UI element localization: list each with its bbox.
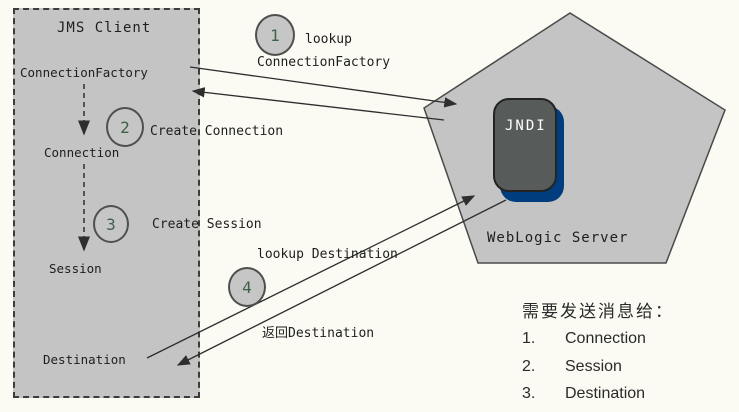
note-item-3-label: Destination	[565, 385, 646, 402]
step1-label-line1: lookup	[305, 32, 352, 47]
jndi-box: JNDI	[493, 98, 557, 192]
weblogic-pentagon-shape	[423, 12, 726, 264]
session-object-label: Session	[49, 261, 102, 276]
connectionfactory-object-label: ConnectionFactory	[20, 65, 148, 80]
note-item-3-number: 3.	[522, 385, 536, 402]
note-item-1-label: Connection	[565, 330, 646, 347]
step4-number: 4	[242, 277, 252, 297]
return-connectionfactory-arrow	[191, 87, 445, 121]
note-item-1-number: 1.	[522, 330, 536, 347]
step4-request-label: lookup Destination	[257, 247, 398, 262]
destination-object-label: Destination	[43, 352, 126, 367]
note-item-2: 2. Session	[522, 358, 622, 376]
note-item-1: 1. Connection	[522, 330, 646, 348]
note-item-2-label: Session	[565, 358, 622, 375]
step3-label: Create Session	[152, 217, 262, 232]
step1-circle: 1	[255, 14, 295, 56]
step2-number: 2	[120, 117, 130, 137]
step4-circle: 4	[228, 267, 266, 307]
connection-object-label: Connection	[44, 145, 120, 160]
step1-number: 1	[270, 25, 280, 45]
step2-circle: 2	[106, 107, 144, 147]
step1-label-line2: ConnectionFactory	[257, 55, 391, 70]
jndi-label: JNDI	[505, 118, 547, 134]
note-item-2-number: 2.	[522, 358, 536, 375]
lookup-connectionfactory-arrow	[189, 66, 458, 108]
weblogic-server-label: WebLogic Server	[487, 230, 629, 246]
step3-circle: 3	[93, 205, 129, 243]
step4-response-label: 返回Destination	[262, 326, 375, 341]
step2-label: Create Connection	[150, 124, 284, 139]
step3-number: 3	[106, 214, 116, 234]
note-heading: 需要发送消息给：	[522, 302, 674, 321]
jms-client-title: JMS Client	[57, 20, 152, 36]
note-item-3: 3. Destination	[522, 385, 645, 403]
